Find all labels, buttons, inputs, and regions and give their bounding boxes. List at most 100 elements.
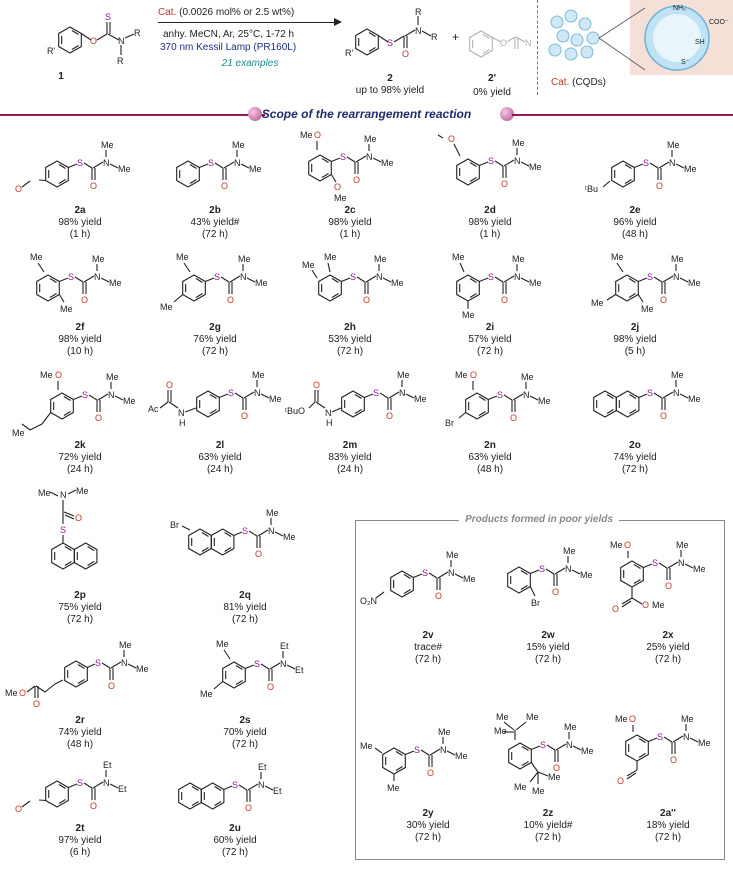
atom-o2n: O₂N <box>360 596 377 606</box>
atom-n: N <box>108 390 115 400</box>
atom-me: Me <box>414 394 427 404</box>
atom-s: S <box>242 526 248 536</box>
compound-id: 2z <box>542 808 554 819</box>
cat-note-text: (CQDs) <box>572 77 607 88</box>
atom-me: Me <box>455 751 468 761</box>
compound-time: (24 h) <box>336 464 364 475</box>
atom-me: Me <box>462 310 475 320</box>
atom-me: Me <box>200 689 213 699</box>
cqd-label-nh2: NH₂ <box>673 5 686 12</box>
structure-2j: Me S O N Me Me Me Me <box>591 252 701 314</box>
structure-2a-double-prime: Me O S O N Me Me O <box>615 714 711 786</box>
compound-time: (72 h) <box>336 346 364 357</box>
compound-yield: 72% yield <box>58 452 102 463</box>
compound-time: (24 h) <box>206 464 234 475</box>
header-divider <box>537 0 538 95</box>
compound-time: (72 h) <box>654 832 682 843</box>
compound-time: (1 h) <box>69 229 91 240</box>
atom-me: Me <box>300 130 313 140</box>
compound-time: (72 h) <box>221 847 249 858</box>
atom-me: Me <box>514 782 527 792</box>
atom-me: Me <box>641 304 654 314</box>
compound-id: 2o <box>629 440 641 451</box>
product-2-structure: S O N R R R' <box>345 7 438 59</box>
compound-yield: 43% yield# <box>190 217 240 228</box>
atom-me: Me <box>266 508 279 518</box>
atom-n: N <box>415 26 422 36</box>
compound-id: 2s <box>239 715 251 726</box>
atom-s: S <box>340 152 346 162</box>
atom-me: Me <box>40 370 53 380</box>
atom-et: Et <box>103 760 112 770</box>
cqd-label-coo: COO⁻ <box>709 19 729 26</box>
compound-yield: 76% yield <box>193 334 237 345</box>
atom-s: S <box>373 388 379 398</box>
atom-me: Me <box>176 252 189 262</box>
cat-note: Cat. (CQDs) <box>551 76 661 89</box>
compound-yield: 63% yield <box>198 452 242 463</box>
compound-id: 2r <box>75 715 85 726</box>
atom-n: N <box>325 408 332 418</box>
compound-id: 2p <box>74 590 86 601</box>
compound-id: 2i <box>485 322 495 333</box>
atom-me: Me <box>512 254 525 264</box>
atom-me: Me <box>5 688 18 698</box>
title-rule-right <box>512 114 733 116</box>
atom-me: Me <box>526 712 539 722</box>
compound-id: 2u <box>229 823 241 834</box>
atom-me: Me <box>688 278 701 288</box>
atom-br: Br <box>170 520 179 530</box>
atom-o: O <box>501 179 508 189</box>
atom-me: Me <box>160 302 173 312</box>
atom-o: O <box>75 513 82 523</box>
atom-n: N <box>683 732 690 742</box>
compound-time: (1 h) <box>339 229 361 240</box>
atom-s: S <box>540 740 546 750</box>
atom-o: O <box>313 380 320 390</box>
structure-2y: Me S O N Me Me Me <box>360 727 468 793</box>
structure-2p: N Me Me O S <box>38 486 98 570</box>
product-yield: up to 98% yield <box>355 85 425 96</box>
structure-2n: Me O S O N Me Me Br <box>445 370 551 428</box>
atom-me: Me <box>334 193 347 203</box>
compound-time: (72 h) <box>621 464 649 475</box>
atom-s: S <box>488 156 494 166</box>
atom-et: Et <box>273 786 282 796</box>
structure-2b: S O N Me Me <box>176 140 262 191</box>
compound-time: (72 h) <box>201 346 229 357</box>
compound-id: 2t <box>75 823 85 834</box>
atom-s: S <box>657 732 663 742</box>
atom-me: Me <box>610 540 623 550</box>
structure-2r: Me O O S O N Me Me <box>5 640 149 709</box>
atom-me: Me <box>397 370 410 380</box>
reactant-label: 1 <box>58 71 64 82</box>
compound-id: 2v <box>422 630 434 641</box>
title-rule-left <box>0 114 265 116</box>
compound-time: (72 h) <box>476 346 504 357</box>
atom-o: O <box>660 295 667 305</box>
poor-yields-title-text: Products formed in poor yields <box>459 514 619 525</box>
plus-sign: + <box>452 30 460 44</box>
structure-2q: Br S O N Me Me <box>170 508 296 559</box>
atom-me: Me <box>92 254 105 264</box>
atom-o: O <box>353 175 360 185</box>
atom-n: N <box>94 272 101 282</box>
atom-tbu: ᵗBu <box>585 184 598 194</box>
atom-o: O <box>334 182 341 192</box>
atom-me: Me <box>529 278 542 288</box>
atom-me: Me <box>302 260 315 270</box>
compound-time: (24 h) <box>66 464 94 475</box>
compound-time: (48 h) <box>66 739 94 750</box>
atom-me: Me <box>38 488 51 498</box>
atom-o: O <box>500 38 507 48</box>
compound-yield: 15% yield <box>526 642 570 653</box>
compound-id: 2f <box>75 322 85 333</box>
lamp-text: 370 nm Kessil Lamp (PR160L) <box>160 42 297 53</box>
